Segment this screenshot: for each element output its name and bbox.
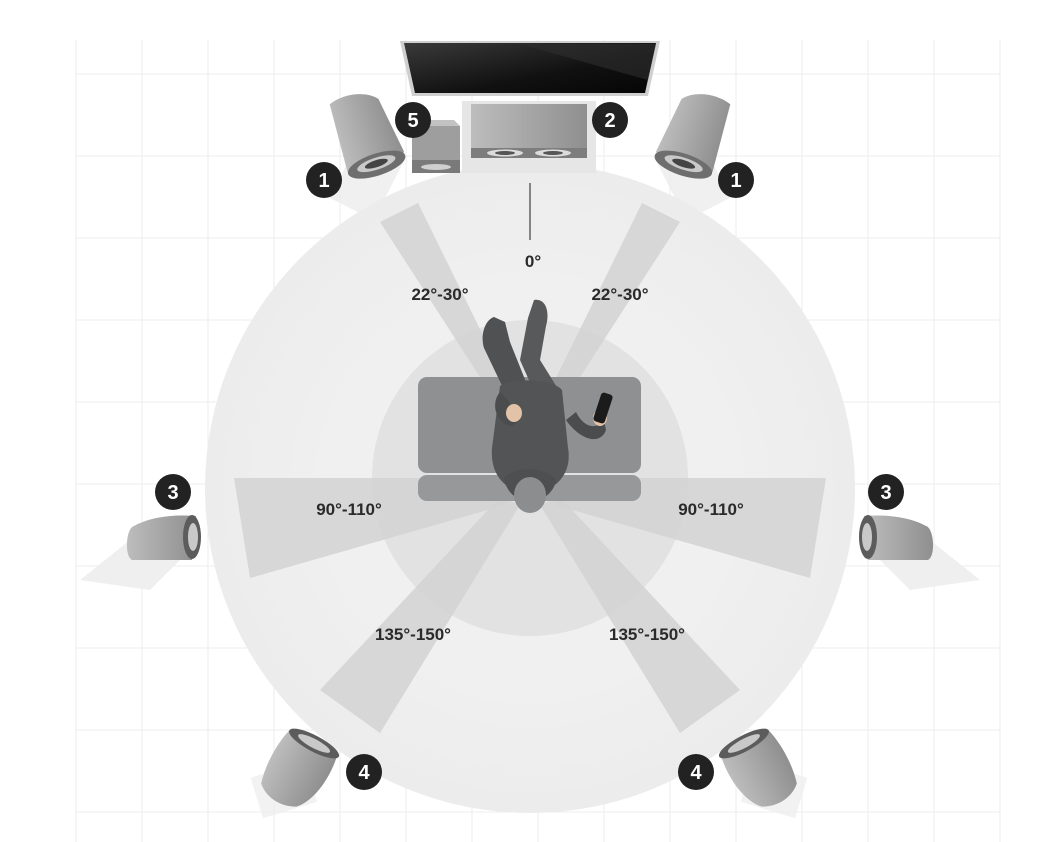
surround-left-speaker (80, 515, 201, 590)
speaker-badges: 1 1 2 5 3 3 4 4 (155, 102, 904, 790)
angle-label-front-left: 22°-30° (411, 285, 468, 304)
wedge-front-right (555, 203, 680, 388)
wedge-side-right (555, 478, 826, 578)
angle-label-side-left: 90°-110° (316, 500, 382, 519)
front-left-speaker (329, 94, 406, 221)
svg-text:1: 1 (730, 170, 741, 192)
wedge-side-left (234, 478, 505, 578)
angle-label-front-right: 22°-30° (591, 285, 648, 304)
angle-label-rear-left: 135°-150° (375, 625, 451, 644)
badge-rear-right: 4 (678, 754, 714, 790)
svg-text:3: 3 (167, 482, 178, 504)
svg-text:5: 5 (407, 110, 418, 132)
svg-text:2: 2 (604, 110, 615, 132)
surround-right-speaker (859, 515, 980, 590)
badge-center: 2 (592, 102, 628, 138)
svg-text:3: 3 (880, 482, 891, 504)
angle-wedges (234, 203, 826, 733)
svg-text:1: 1 (318, 170, 329, 192)
angle-label-side-right: 90°-110° (678, 500, 744, 519)
wedge-rear-right (540, 497, 740, 733)
angle-label-front: 0° (525, 252, 541, 271)
person-listener (482, 299, 613, 513)
front-right-speaker (654, 94, 731, 221)
rear-right-speaker (718, 728, 808, 819)
badge-surround-right: 3 (868, 474, 904, 510)
wedge-rear-left (320, 497, 520, 733)
television (400, 41, 660, 96)
badge-front-left: 1 (306, 162, 342, 198)
center-speaker (462, 101, 596, 173)
svg-text:4: 4 (358, 762, 370, 784)
angle-label-rear-right: 135°-150° (609, 625, 685, 644)
badge-front-right: 1 (718, 162, 754, 198)
wedge-front-left (380, 203, 505, 388)
angle-labels: 0° 22°-30° 22°-30° 90°-110° 90°-110° 135… (316, 252, 744, 644)
rear-left-speaker (250, 728, 340, 819)
badge-surround-left: 3 (155, 474, 191, 510)
badge-subwoofer: 5 (395, 102, 431, 138)
svg-text:4: 4 (690, 762, 702, 784)
badge-rear-left: 4 (346, 754, 382, 790)
